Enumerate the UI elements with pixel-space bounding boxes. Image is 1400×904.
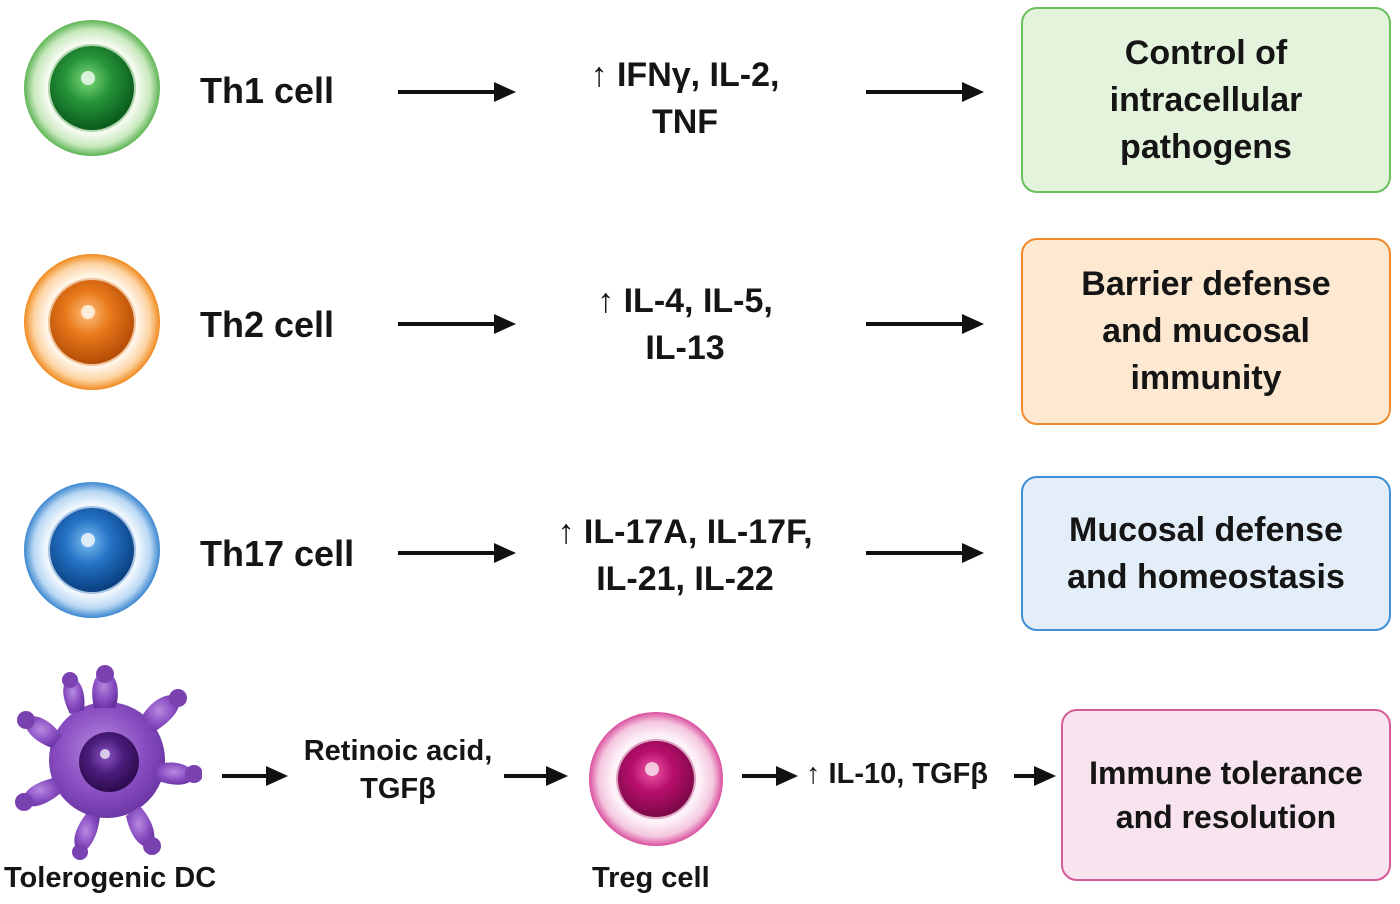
th1-arrow-2 <box>866 82 984 102</box>
treg-outcome-line-1: Immune tolerance <box>1089 755 1363 791</box>
th2-cytokines-line-1: ↑ IL-4, IL-5, <box>597 282 773 320</box>
th1-cytokines-line-1: ↑ IFNγ, IL-2, <box>590 56 780 94</box>
th2-cell-label: Th2 cell <box>200 304 335 345</box>
dc-arrow <box>222 766 288 786</box>
th1-cytokines: ↑ IFNγ, IL-2, TNF <box>540 52 830 146</box>
th2-outcome-box: Barrier defense and mucosal immunity <box>1021 238 1391 425</box>
th2-cytokines-line-2: IL-13 <box>645 329 725 367</box>
th2-outcome-line-1: Barrier defense <box>1081 265 1331 303</box>
th17-cytokines: ↑ IL-17A, IL-17F, IL-21, IL-22 <box>520 509 850 603</box>
th1-outcome-line-1: Control of <box>1124 33 1288 72</box>
inducer-arrow <box>504 766 568 786</box>
tolerogenic-dc-icon <box>15 665 202 860</box>
th17-cytokines-line-2: IL-21, IL-22 <box>596 560 774 598</box>
treg-arrow-2 <box>1014 766 1056 786</box>
th1-outcome-box: Control of intracellular pathogens <box>1021 7 1391 193</box>
th1-cell-icon <box>24 20 160 156</box>
th1-cell-label: Th1 cell <box>200 70 335 111</box>
treg-inducers-line-1: Retinoic acid, <box>303 735 493 767</box>
treg-outcome-box: Immune tolerance and resolution <box>1061 709 1391 881</box>
treg-inducers: Retinoic acid, TGFβ <box>290 732 506 808</box>
th2-cytokines: ↑ IL-4, IL-5, IL-13 <box>540 278 830 372</box>
th2-cell-icon <box>24 254 160 390</box>
treg-inducers-line-2: TGFβ <box>360 773 436 805</box>
th2-arrow-2 <box>866 314 984 334</box>
th1-outcome-line-2: intracellular <box>1109 80 1303 119</box>
treg-cell-icon <box>589 712 723 846</box>
th1-outcome-line-3: pathogens <box>1120 127 1292 166</box>
th17-cytokines-line-1: ↑ IL-17A, IL-17F, <box>557 513 813 551</box>
th2-outcome-line-3: immunity <box>1130 359 1282 397</box>
th17-cell-icon <box>24 482 160 618</box>
treg-cytokines: ↑ IL-10, TGFβ <box>806 758 989 790</box>
tolerogenic-dc-label: Tolerogenic DC <box>4 862 217 894</box>
treg-arrow <box>742 766 798 786</box>
th17-outcome-line-1: Mucosal defense <box>1069 510 1343 549</box>
th2-outcome-line-2: and mucosal <box>1102 312 1310 350</box>
th1-cytokines-line-2: TNF <box>651 103 719 141</box>
th1-arrow-1 <box>398 82 516 102</box>
th2-arrow-1 <box>398 314 516 334</box>
th17-cell-label: Th17 cell <box>200 533 355 574</box>
th17-outcome-line-2: and homeostasis <box>1067 557 1345 596</box>
treg-cell-label: Treg cell <box>592 862 710 894</box>
treg-outcome-line-2: and resolution <box>1115 799 1337 835</box>
th17-arrow-2 <box>866 543 984 563</box>
th17-arrow-1 <box>398 543 516 563</box>
th17-outcome-box: Mucosal defense and homeostasis <box>1021 476 1391 631</box>
